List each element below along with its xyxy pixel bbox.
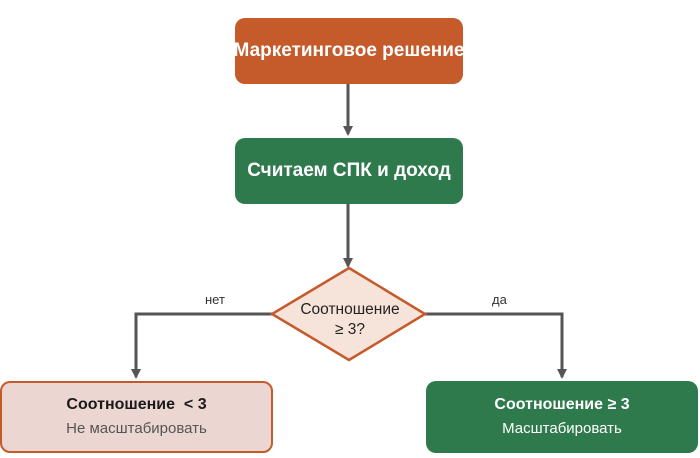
arrow-decision-to-yes	[425, 312, 567, 379]
outcome-yes-node: Соотношение ≥ 3 Масштабировать	[426, 381, 698, 453]
edge-label-yes: да	[492, 292, 507, 307]
start-node: Маркетинговое решение	[235, 18, 463, 84]
outcome-no-node: Соотношение < 3 Не масштабировать	[0, 381, 273, 453]
outcome-no-title: Соотношение < 3	[66, 396, 207, 413]
decision-node-label: Соотношение ≥ 3?	[282, 298, 418, 342]
calc-node-label: Считаем СПК и доход	[247, 160, 451, 181]
decision-diamond	[269, 266, 428, 362]
outcome-yes-title: Соотношение ≥ 3	[494, 396, 630, 413]
edge-label-no: нет	[205, 292, 225, 307]
outcome-no-subtitle: Не масштабировать	[66, 420, 207, 437]
decision-line1: Соотношение	[300, 301, 400, 318]
decision-line2: ≥ 3?	[334, 321, 366, 338]
start-node-label: Маркетинговое решение	[235, 40, 463, 61]
calc-node: Считаем СПК и доход	[235, 138, 463, 204]
arrow-decision-to-no	[131, 312, 272, 379]
outcome-yes-subtitle: Масштабировать	[502, 420, 622, 437]
